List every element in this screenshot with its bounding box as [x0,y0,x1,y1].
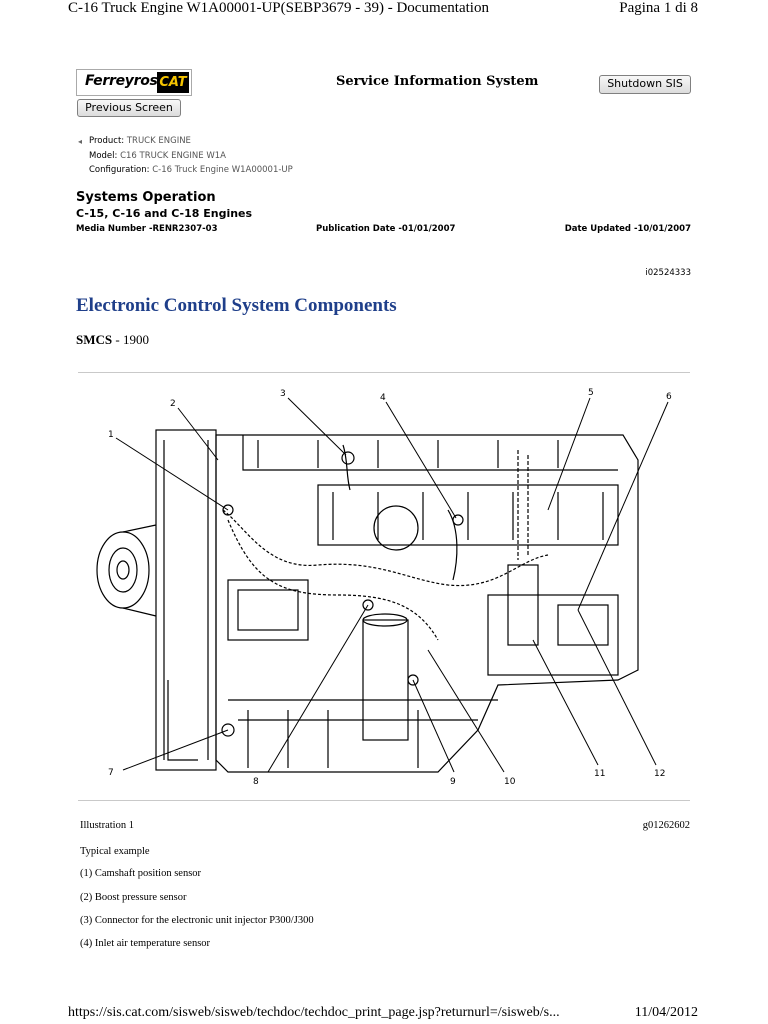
callout-10: 10 [504,777,516,787]
caption-item: (4) Inlet air temperature sensor [80,938,211,949]
callout-12: 12 [654,769,665,779]
product-value: TRUCK ENGINE [126,136,191,146]
engines-subtitle: C-15, C-16 and C-18 Engines [76,207,253,220]
callout-1: 1 [108,430,114,440]
caption-item: (1) Camshaft position sensor [80,868,202,879]
logo-brand: Ferreyros [85,73,158,89]
meta-product: Product: TRUCK ENGINE [89,136,191,146]
media-number: Media Number -RENR2307-03 [76,224,218,234]
model-value: C16 TRUCK ENGINE W1A [120,151,226,161]
document-id: i02524333 [645,268,691,278]
divider [78,800,690,801]
config-label: Configuration: [89,165,150,175]
callout-2: 2 [170,399,176,409]
caption-item: (3) Connector for the electronic unit in… [80,915,314,926]
divider [78,372,690,373]
meta-model: Model: C16 TRUCK ENGINE W1A [89,151,226,161]
meta-configuration: Configuration: C-16 Truck Engine W1A0000… [89,165,293,175]
section-title: Systems Operation [76,190,216,205]
shutdown-sis-button[interactable]: Shutdown SIS [599,75,691,94]
smcs-label: SMCS [76,332,113,347]
engine-illustration: 1 2 3 4 5 6 7 8 9 10 11 12 [96,388,672,787]
callout-7: 7 [108,768,114,778]
ferreyros-cat-logo: Ferreyros CAT [76,69,192,96]
typical-example: Typical example [80,846,150,857]
callout-5: 5 [588,388,594,398]
callout-4: 4 [380,393,386,403]
page-number: Pagina 1 di 8 [619,0,698,16]
smcs-value: - 1900 [112,332,149,347]
config-value: C-16 Truck Engine W1A00001-UP [152,165,293,175]
illustration-code: g01262602 [642,820,690,831]
caption-item: (2) Boost pressure sensor [80,892,187,903]
publication-date: Publication Date -01/01/2007 [316,224,456,234]
sis-title: Service Information System [336,74,539,89]
illustration-label: Illustration 1 [80,820,134,831]
callout-6: 6 [666,392,672,402]
footer-url: https://sis.cat.com/sisweb/sisweb/techdo… [68,1005,560,1020]
model-label: Model: [89,151,118,161]
date-updated: Date Updated -10/01/2007 [564,224,691,234]
page-heading: Electronic Control System Components [76,295,397,316]
callout-11: 11 [594,769,605,779]
product-label: Product: [89,136,125,146]
smcs-code: SMCS - 1900 [76,332,149,348]
callout-9: 9 [450,777,456,787]
back-arrow-icon[interactable]: ◂ [78,137,83,146]
cat-logo-icon: CAT [157,72,189,93]
document-title: C-16 Truck Engine W1A00001-UP(SEBP3679 -… [68,0,489,16]
footer-date: 11/04/2012 [634,1005,698,1020]
callout-8: 8 [253,777,259,787]
previous-screen-button[interactable]: Previous Screen [77,99,181,117]
callout-3: 3 [280,389,286,399]
